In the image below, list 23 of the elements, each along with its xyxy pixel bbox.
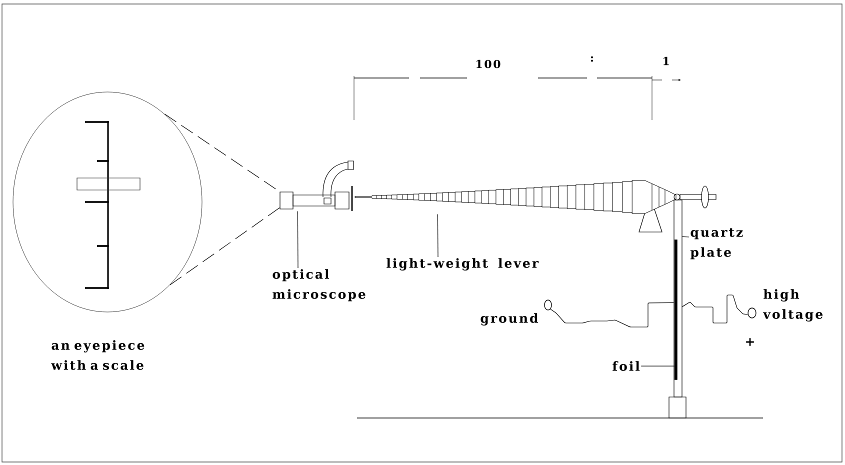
leader-line: [682, 236, 690, 238]
projection-line: [170, 207, 280, 286]
leader-line: [297, 211, 298, 268]
terminal: [748, 308, 756, 318]
quartz-plate: [674, 200, 682, 398]
microscope: [280, 160, 354, 211]
eyepiece-label: an eyepiece with a scale: [51, 340, 144, 370]
terminal-label: high voltage: [762, 289, 823, 322]
part-label: quartz plate: [690, 228, 743, 260]
leader-line: [437, 214, 438, 258]
part-label: foil: [612, 361, 640, 371]
foil-strip: [674, 240, 678, 380]
part-label: optical microscope: [272, 269, 366, 302]
dimension-label: 1: [664, 56, 669, 66]
wire: [550, 302, 674, 328]
polarity-sign: +: [746, 338, 754, 346]
dimension-label: :: [590, 56, 594, 62]
dimension-label: 100: [476, 60, 500, 68]
part-label: light-weight lever: [386, 258, 539, 270]
wire: [682, 294, 748, 324]
terminal-label: ground: [480, 313, 538, 326]
magnified-view-circle: [12, 92, 202, 312]
terminal: [544, 300, 552, 310]
